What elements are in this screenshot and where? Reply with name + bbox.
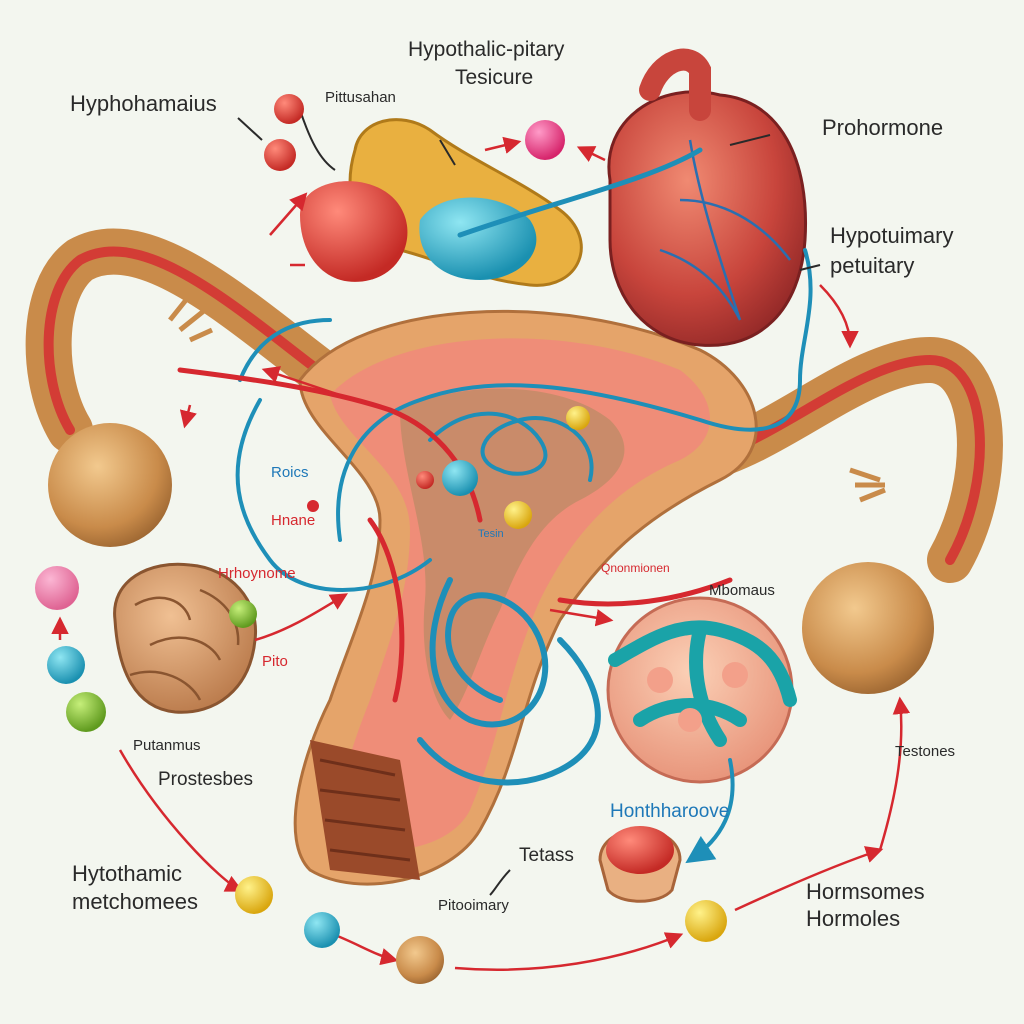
cycle-arrows	[51, 136, 911, 971]
label-hormsomes-2: Hormoles	[806, 906, 901, 931]
label-hypotuimary-1: Hypotuimary	[830, 223, 954, 248]
label-hytothamic-1: Hytothamic	[72, 861, 183, 886]
molecule-yellow-top	[566, 406, 590, 430]
molecule-teal-left	[47, 646, 85, 684]
left-tube	[25, 228, 368, 547]
molecule-yellow-right	[685, 900, 727, 942]
molecule-tan-bottom	[396, 936, 444, 984]
molecule-teal-center	[442, 460, 478, 496]
label-pitooimary: Pitooimary	[438, 897, 509, 914]
molecule-green-left	[66, 692, 106, 732]
label-top-title-2: Tesicure	[455, 66, 534, 89]
label-hyphohamaius: Hyphohamaius	[70, 91, 217, 116]
label-qnonmionen: Qnonmionen	[601, 561, 670, 575]
molecule-pink	[35, 566, 79, 610]
label-hypotuimary-2: petuitary	[830, 253, 915, 278]
molecule-teal-bottom	[304, 912, 340, 948]
right-tube	[677, 336, 1003, 694]
molecule-magenta	[525, 120, 565, 160]
molecule-red-1	[274, 94, 304, 124]
label-tetass: Tetass	[519, 845, 574, 866]
label-roics: Roics	[271, 464, 309, 481]
molecule-red-2	[264, 139, 296, 171]
tissue-sphere	[606, 596, 797, 784]
label-testones: Testones	[895, 743, 956, 760]
molecules	[35, 94, 727, 984]
label-hytothamic-2: metchomees	[72, 889, 198, 914]
label-pittusahan: Pittusahan	[325, 89, 396, 106]
molecule-green-brain	[229, 600, 257, 628]
brain	[113, 562, 258, 714]
heart	[607, 48, 808, 347]
label-honthharoove: Honthharoove	[610, 801, 730, 822]
label-putanmus: Putanmus	[133, 737, 201, 754]
label-prohormone: Prohormone	[822, 115, 944, 140]
leader-lines	[237, 109, 821, 896]
label-hnane: Hnane	[271, 512, 316, 529]
molecule-red-dot	[307, 500, 319, 512]
label-top-title-1: Hypothalic-pitary	[408, 38, 565, 61]
molecule-yellow-bottom	[235, 876, 273, 914]
small-organ	[598, 826, 682, 903]
right-ovary	[802, 562, 934, 694]
molecule-yellow-center	[504, 501, 532, 529]
label-hormsomes-1: Hormsomes	[806, 879, 925, 904]
label-pito: Pito	[262, 653, 288, 670]
molecule-orange	[416, 471, 434, 489]
label-prostesbes: Prostesbes	[158, 769, 254, 790]
label-mbomaus: Mbomaus	[709, 582, 775, 599]
label-tesin: Tesin	[478, 528, 504, 540]
label-hrhoynome: Hrhoynome	[218, 565, 296, 582]
left-ovary	[48, 423, 172, 547]
